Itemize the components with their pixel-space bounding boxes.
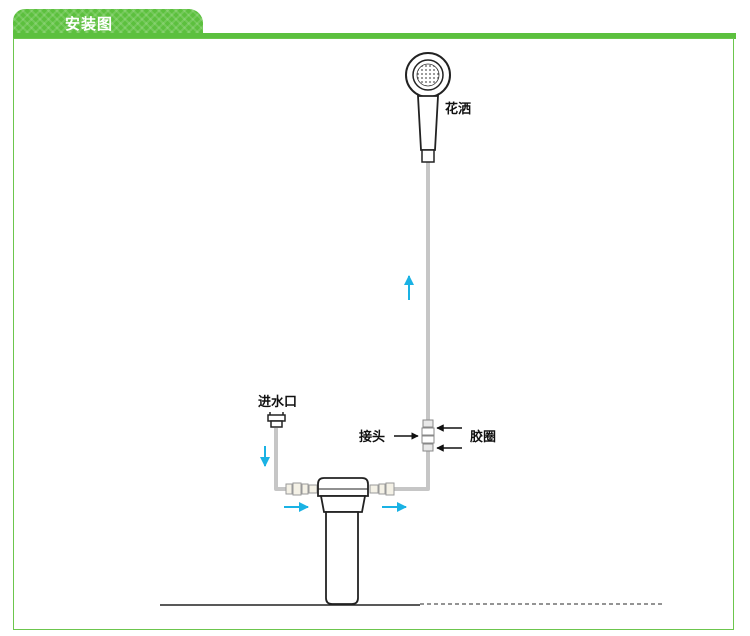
flow-arrows [260,275,414,512]
water-inlet-valve [267,412,286,428]
inlet-pipe [274,428,290,491]
connector-assembly [421,419,435,452]
outlet-fittings [369,482,395,496]
inlet-fittings [285,482,318,496]
header-rule [13,33,736,39]
pipe-network [274,162,430,491]
pointer-arrows [394,424,462,452]
shower-head [405,52,451,163]
diagram-panel [13,38,734,630]
section-tab: 安装图 [13,9,203,36]
riser-pipe [392,450,430,491]
label-connector: 接头 [359,429,385,445]
filter-housing [317,477,369,605]
section-title: 安装图 [65,15,114,33]
label-shower: 花洒 [445,101,471,117]
label-gasket: 胶圈 [470,429,496,445]
label-inlet: 进水口 [258,394,297,410]
